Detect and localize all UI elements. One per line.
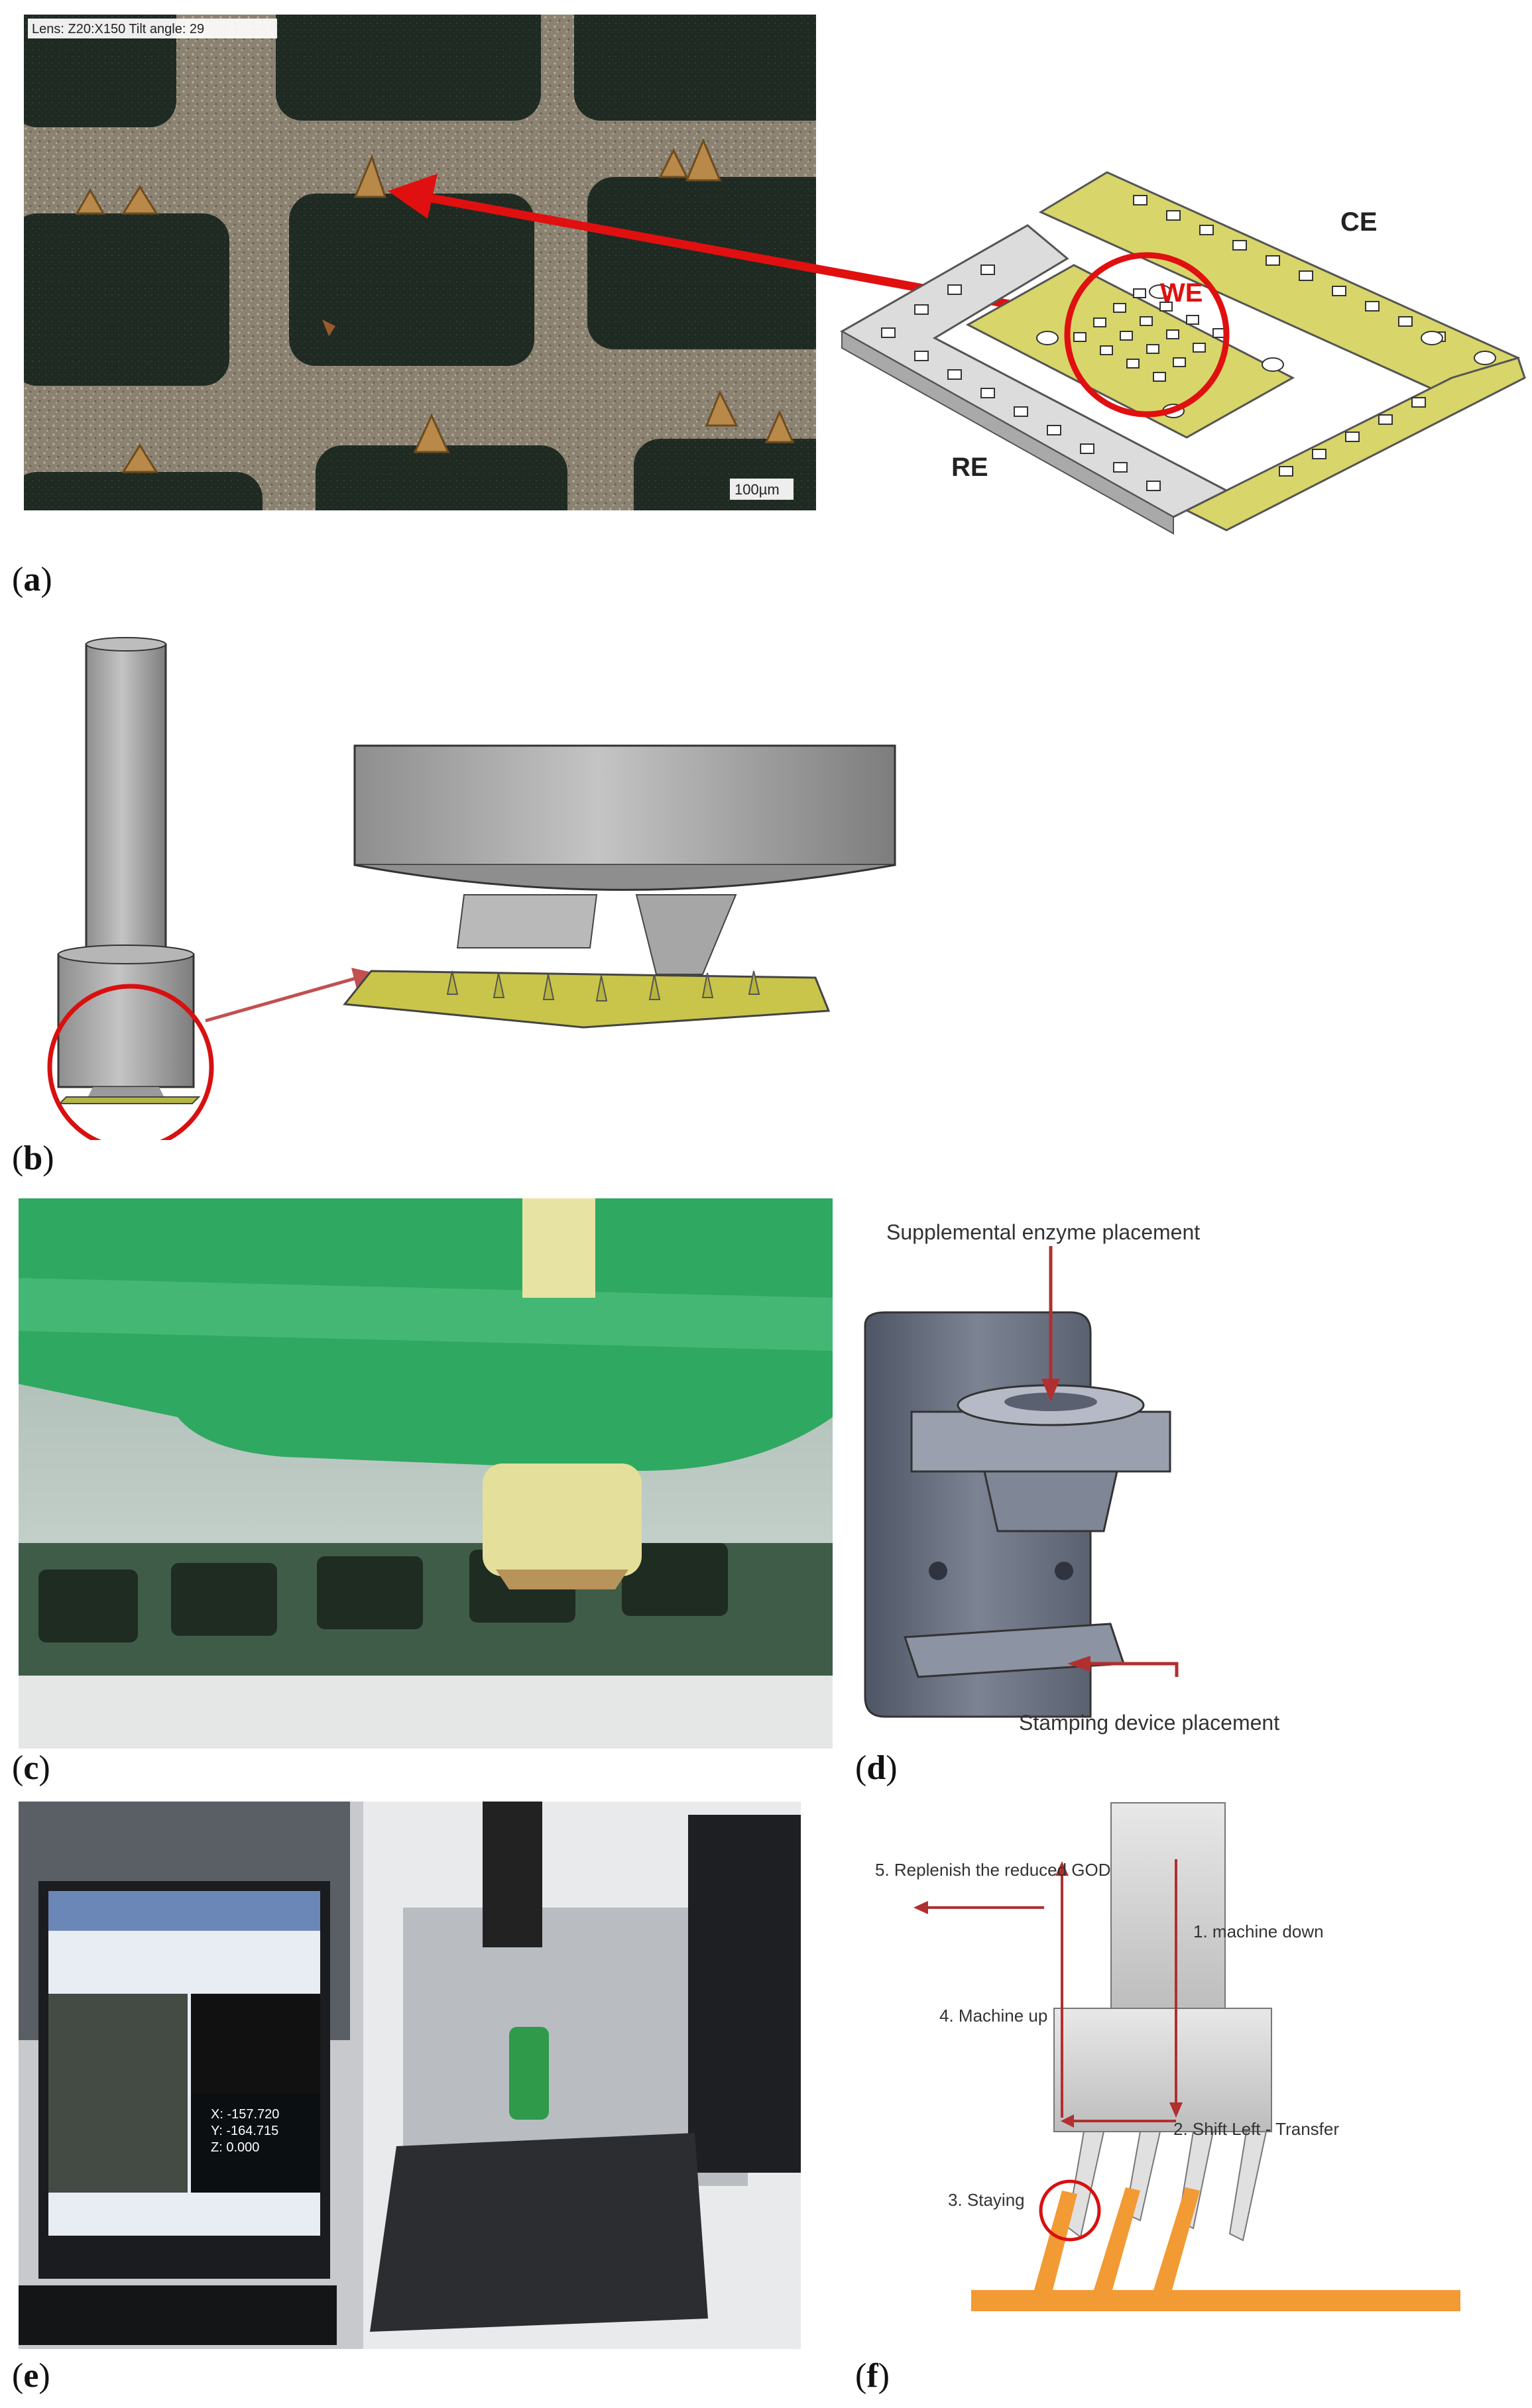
step3-label: 3. Staying [948,2190,1025,2210]
we-highlight-circle [1064,252,1230,418]
micro-header-text: Lens: Z20:X150 Tilt angle: 29 [32,22,204,36]
micro-header-box [28,19,277,38]
micrograph-image: Lens: Z20:X150 Tilt angle: 29 100µm [24,15,816,510]
step2-label: 2. Shift Left - Transfer [1173,2119,1339,2139]
we-electrode [965,264,1295,439]
panel-label-a: (a) [12,561,52,599]
keyboard [19,2285,337,2345]
microneedle-2 [1094,2187,1140,2290]
step4-label: 4. Machine up [939,2006,1047,2026]
panel-label-b: (b) [12,1139,54,1177]
supplemental-enzyme-annotation: Supplemental enzyme placement [886,1220,1200,1244]
xy-stage [370,2133,708,2332]
readout-z: Z: 0.000 [211,2140,259,2155]
panel-b-stamp-diagram [40,636,915,1140]
panel-label-c: (c) [12,1749,50,1787]
readout-x: X: -157.720 [211,2107,279,2122]
panel-label-d: (d) [855,1749,898,1787]
panel-a-electrode-diagram: CE WE RE [815,159,1531,537]
stamp-arrow-shaft [1084,1662,1179,1677]
zoom-arrow-shaft [205,976,359,1023]
re-label: RE [951,453,988,482]
panel-f-process-diagram: 1. machine down 2. Shift Left - Transfer… [855,1796,1532,2346]
stamp-zoom-circle [47,984,214,1140]
step5-label: 5. Replenish the reduced GOD [875,1860,1111,1880]
stamp-tip [483,1463,642,1576]
stamp-head [57,953,195,1088]
enzyme-arrowhead-icon [1041,1379,1060,1402]
ce-label: CE [1340,207,1378,237]
panel-c-photo [19,1198,833,1749]
step1-label: 1. machine down [1193,1921,1324,1941]
zoomed-stamp-body [353,744,896,866]
scale-bar-label: 100µm [735,481,780,498]
stamping-device-annotation: Stamping device placement [1019,1711,1279,1735]
machine-head [1053,2008,1272,2132]
microneedle-1 [1034,2191,1077,2290]
staying-highlight-circle [1039,2179,1101,2242]
panel-label-f: (f) [855,2357,890,2395]
machine-shaft [1110,1802,1226,2010]
substrate-base [971,2290,1460,2311]
readout-y: Y: -164.715 [211,2124,278,2138]
panel-a-micrograph: Lens: Z20:X150 Tilt angle: 29 100µm [24,15,816,510]
stamp-shaft [85,643,167,964]
microneedle-3 [1153,2187,1200,2290]
stamp-arrowhead-icon [1067,1656,1090,1672]
pointer-arrowhead-icon [388,174,438,219]
ce-electrode-right [1184,357,1526,532]
panel-label-e: (e) [12,2357,50,2395]
panel-e-photo: X: -157.720 Y: -164.715 Z: 0.000 [19,1802,801,2349]
panel-d-holder-diagram: Supplemental enzyme placement Stamping d… [845,1213,1532,1756]
we-label: WE [1160,278,1203,308]
